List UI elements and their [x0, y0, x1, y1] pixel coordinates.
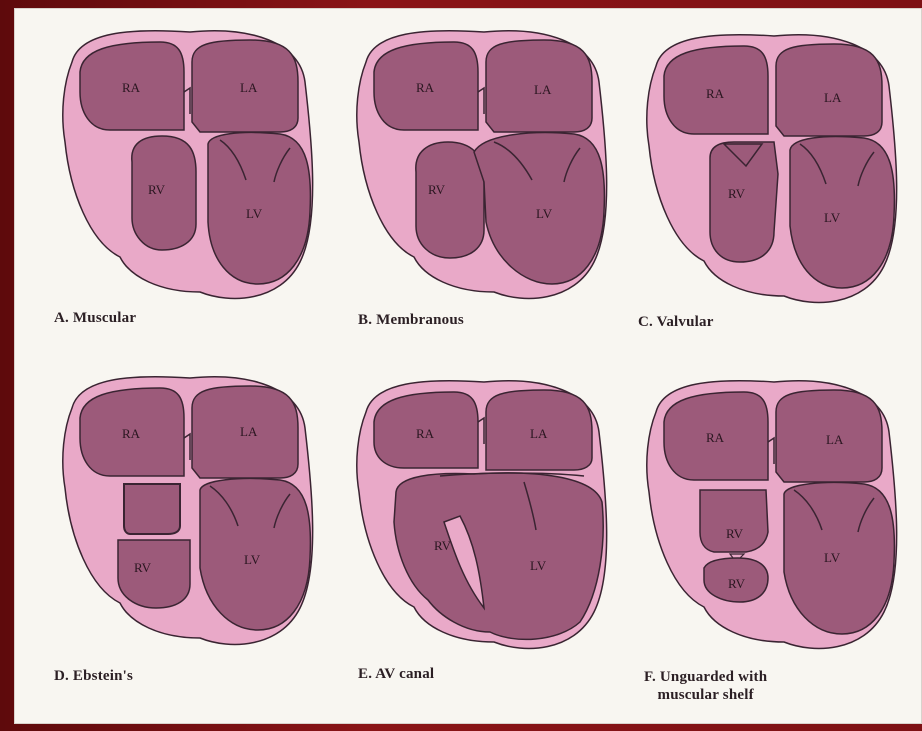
label-rv-e: RV — [434, 538, 452, 553]
caption-b: B. Membranous — [358, 312, 464, 329]
heart-diagram-a: RA LA RV LV — [50, 22, 320, 312]
label-rv-upper-f: RV — [726, 526, 744, 541]
label-ra-d: RA — [122, 426, 141, 441]
label-la-b: LA — [534, 82, 552, 97]
label-ra-e: RA — [416, 426, 435, 441]
chamber-rv-d — [118, 540, 190, 608]
label-la-f: LA — [826, 432, 844, 447]
label-ra-a: RA — [122, 80, 141, 95]
caption-c: C. Valvular — [638, 314, 714, 331]
caption-d: D. Ebstein's — [54, 668, 133, 685]
label-ra-f: RA — [706, 430, 725, 445]
label-rv-b: RV — [428, 182, 446, 197]
label-rv-c: RV — [728, 186, 746, 201]
label-lv-e: LV — [530, 558, 547, 573]
label-rv-d: RV — [134, 560, 152, 575]
label-rv-lower-f: RV — [728, 576, 746, 591]
chamber-lv-c — [790, 137, 894, 289]
label-la-d: LA — [240, 424, 258, 439]
label-lv-d: LV — [244, 552, 261, 567]
label-lv-c: LV — [824, 210, 841, 225]
label-la-a: LA — [240, 80, 258, 95]
chamber-rv-upper-f — [700, 490, 768, 552]
label-rv-a: RV — [148, 182, 166, 197]
heart-diagram-c: RA LA RV LV — [634, 26, 904, 316]
figure-panel: RA LA RV LV A. Muscular RA LA RV LV B. M… — [14, 8, 922, 724]
caption-e: E. AV canal — [358, 666, 434, 683]
chamber-rv-b — [416, 142, 484, 258]
label-la-e: LA — [530, 426, 548, 441]
caption-f-line1: F. Unguarded with — [644, 668, 767, 686]
heart-diagram-f: RA LA RV RV LV — [634, 372, 904, 662]
label-lv-f: LV — [824, 550, 841, 565]
heart-diagram-b: RA LA RV LV — [344, 22, 614, 312]
label-la-c: LA — [824, 90, 842, 105]
label-lv-b: LV — [536, 206, 553, 221]
caption-f-line2: muscular shelf — [644, 686, 767, 704]
label-ra-c: RA — [706, 86, 725, 101]
heart-diagram-d: RA LA RV LV — [50, 368, 320, 658]
caption-a: A. Muscular — [54, 310, 136, 327]
label-lv-a: LV — [246, 206, 263, 221]
label-ra-b: RA — [416, 80, 435, 95]
heart-diagram-e: RA LA RV LV — [344, 372, 614, 662]
caption-f: F. Unguarded with muscular shelf — [644, 668, 767, 704]
ebstein-atrialized-d — [124, 484, 180, 534]
